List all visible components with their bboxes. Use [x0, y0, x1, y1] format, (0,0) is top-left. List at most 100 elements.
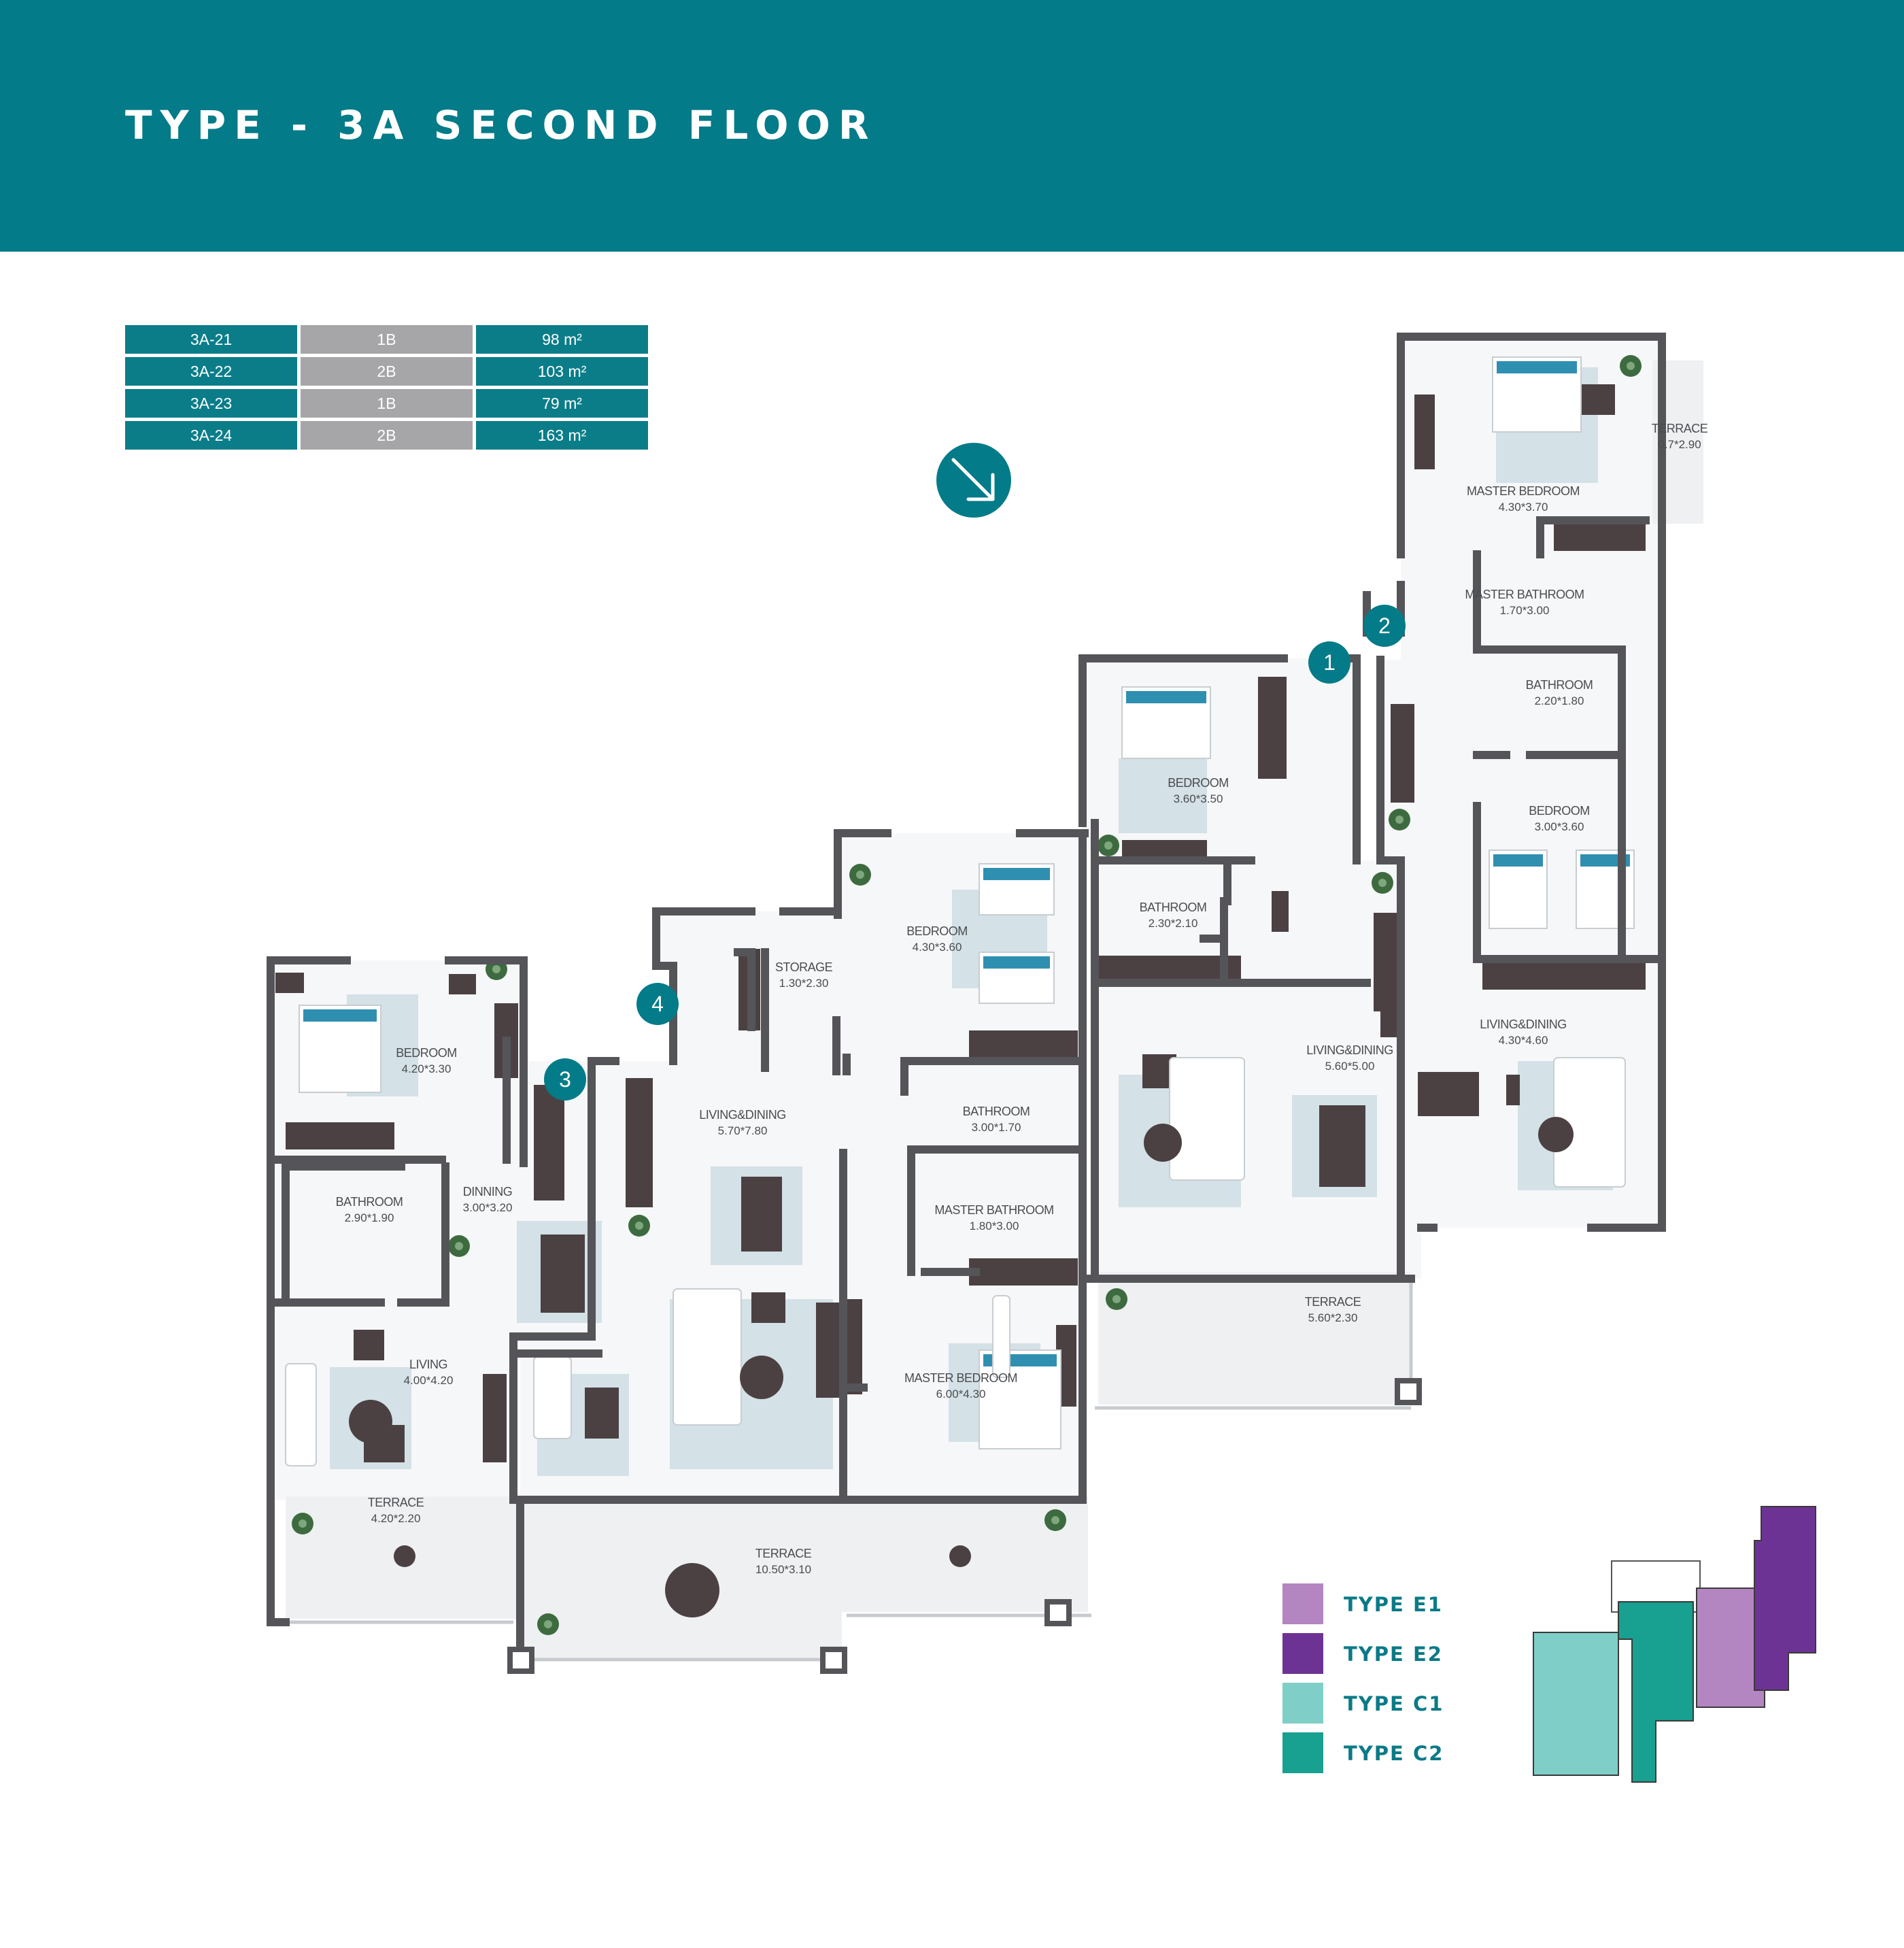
legend-swatch: [1282, 1732, 1323, 1773]
room-size: 5.60*5.00: [1325, 1060, 1375, 1073]
sofa: [673, 1288, 742, 1426]
unit-floor: [1380, 337, 1662, 1279]
key-plan-c2: [1618, 1601, 1694, 1783]
unit-marker: 1: [1308, 641, 1350, 684]
plant-center: [1112, 1295, 1121, 1303]
unit-marker-circle: [1363, 605, 1406, 647]
furniture-block: [585, 1388, 619, 1439]
room-size: 2.90*1.90: [345, 1211, 394, 1224]
furniture-block: [1554, 520, 1646, 551]
legend-item-c1: TYPE C1: [1282, 1683, 1554, 1724]
table-row: 3A-22 2B 103 m²: [125, 357, 648, 386]
unit-id: 3A-22: [125, 357, 297, 386]
plant-icon: [448, 1235, 470, 1257]
room-size: 4.20*2.20: [371, 1512, 421, 1525]
key-plan: [1533, 1506, 1816, 1783]
room-size: 4.30*3.60: [913, 941, 962, 954]
furniture-block: [1414, 394, 1435, 469]
round-table: [394, 1545, 415, 1567]
room-size: 4.00*4.20: [404, 1374, 454, 1387]
room-name: LIVING: [409, 1358, 447, 1371]
furniture-block: [275, 973, 304, 993]
furniture-block: [1258, 677, 1287, 779]
legend-label: TYPE C1: [1344, 1692, 1444, 1715]
unit-id: 3A-24: [125, 421, 297, 450]
legend-swatch: [1282, 1633, 1323, 1674]
room-name: BEDROOM: [1529, 804, 1590, 818]
room-name: TERRACE: [1652, 422, 1708, 435]
furniture-block: [1098, 956, 1241, 983]
room-size: 4.20*3.30: [402, 1062, 452, 1075]
table-row: 3A-23 1B 79 m²: [125, 389, 648, 418]
bed-pillow: [983, 956, 1050, 969]
column: [507, 1647, 534, 1674]
key-plan-e1: [1696, 1588, 1765, 1708]
unit-area: 163 m²: [476, 421, 648, 450]
plant-icon: [849, 864, 871, 886]
table-row: 3A-21 1B 98 m²: [125, 325, 648, 354]
north-arrow-icon: [936, 443, 1011, 518]
room-name: BATHROOM: [963, 1105, 1030, 1118]
plant-icon: [1044, 1509, 1066, 1531]
plant-center: [299, 1519, 307, 1528]
room-name: TERRACE: [755, 1547, 812, 1560]
room-label: BATHROOM 2.90*1.90: [336, 1195, 403, 1224]
room-name: MASTER BEDROOM: [1467, 484, 1580, 498]
legend-swatch: [1282, 1583, 1323, 1624]
legend-item-c2: TYPE C2: [1282, 1732, 1554, 1773]
plant-icon: [1098, 835, 1119, 856]
plant-center: [1378, 879, 1387, 887]
terrace-floor: [1098, 1272, 1411, 1405]
bed-pillow: [1580, 854, 1630, 867]
furniture-block: [354, 1330, 384, 1360]
unit-marker-circle: [544, 1058, 586, 1101]
plant-center: [635, 1222, 643, 1230]
room-size: 3.00*3.60: [1535, 820, 1584, 833]
plant-center: [1627, 362, 1635, 370]
room-name: DINNING: [463, 1185, 513, 1198]
unit-marker: 4: [636, 983, 679, 1025]
plant-icon: [1106, 1288, 1127, 1310]
sofa: [992, 1295, 1010, 1378]
walls: [267, 333, 1666, 1674]
room-name: BATHROOM: [1526, 678, 1593, 692]
furniture-block: [969, 1030, 1078, 1059]
room-name: LIVING&DINING: [1480, 1018, 1567, 1031]
furniture-block: [1418, 1072, 1479, 1116]
room-name: BATHROOM: [336, 1195, 403, 1209]
column: [1395, 1378, 1422, 1405]
plant-center: [1395, 816, 1404, 824]
column: [1044, 1599, 1072, 1626]
room-name: MASTER BATHROOM: [1465, 588, 1584, 601]
furniture-block: [541, 1235, 585, 1313]
plant-center: [856, 871, 864, 879]
page-title: TYPE - 3A SECOND FLOOR: [125, 102, 877, 148]
furniture-block: [969, 1258, 1078, 1286]
key-plan-c1: [1533, 1632, 1619, 1776]
unit-type: 2B: [301, 421, 473, 450]
bed-pillow: [1126, 691, 1206, 703]
unit-marker-circle: [1308, 641, 1350, 684]
legend-item-e1: TYPE E1: [1282, 1583, 1554, 1624]
furniture-block: [1319, 1105, 1365, 1187]
room-name: MASTER BEDROOM: [904, 1371, 1017, 1385]
bed-pillow: [983, 868, 1050, 880]
room-name: LIVING&DINING: [699, 1108, 786, 1122]
plant-icon: [1389, 809, 1410, 830]
room-size: 3.60*3.50: [1174, 792, 1223, 805]
furniture-layer: [275, 355, 1646, 1662]
furniture-block: [534, 1085, 564, 1200]
legend-swatch: [1282, 1683, 1323, 1724]
legend-label: TYPE C2: [1344, 1742, 1444, 1765]
